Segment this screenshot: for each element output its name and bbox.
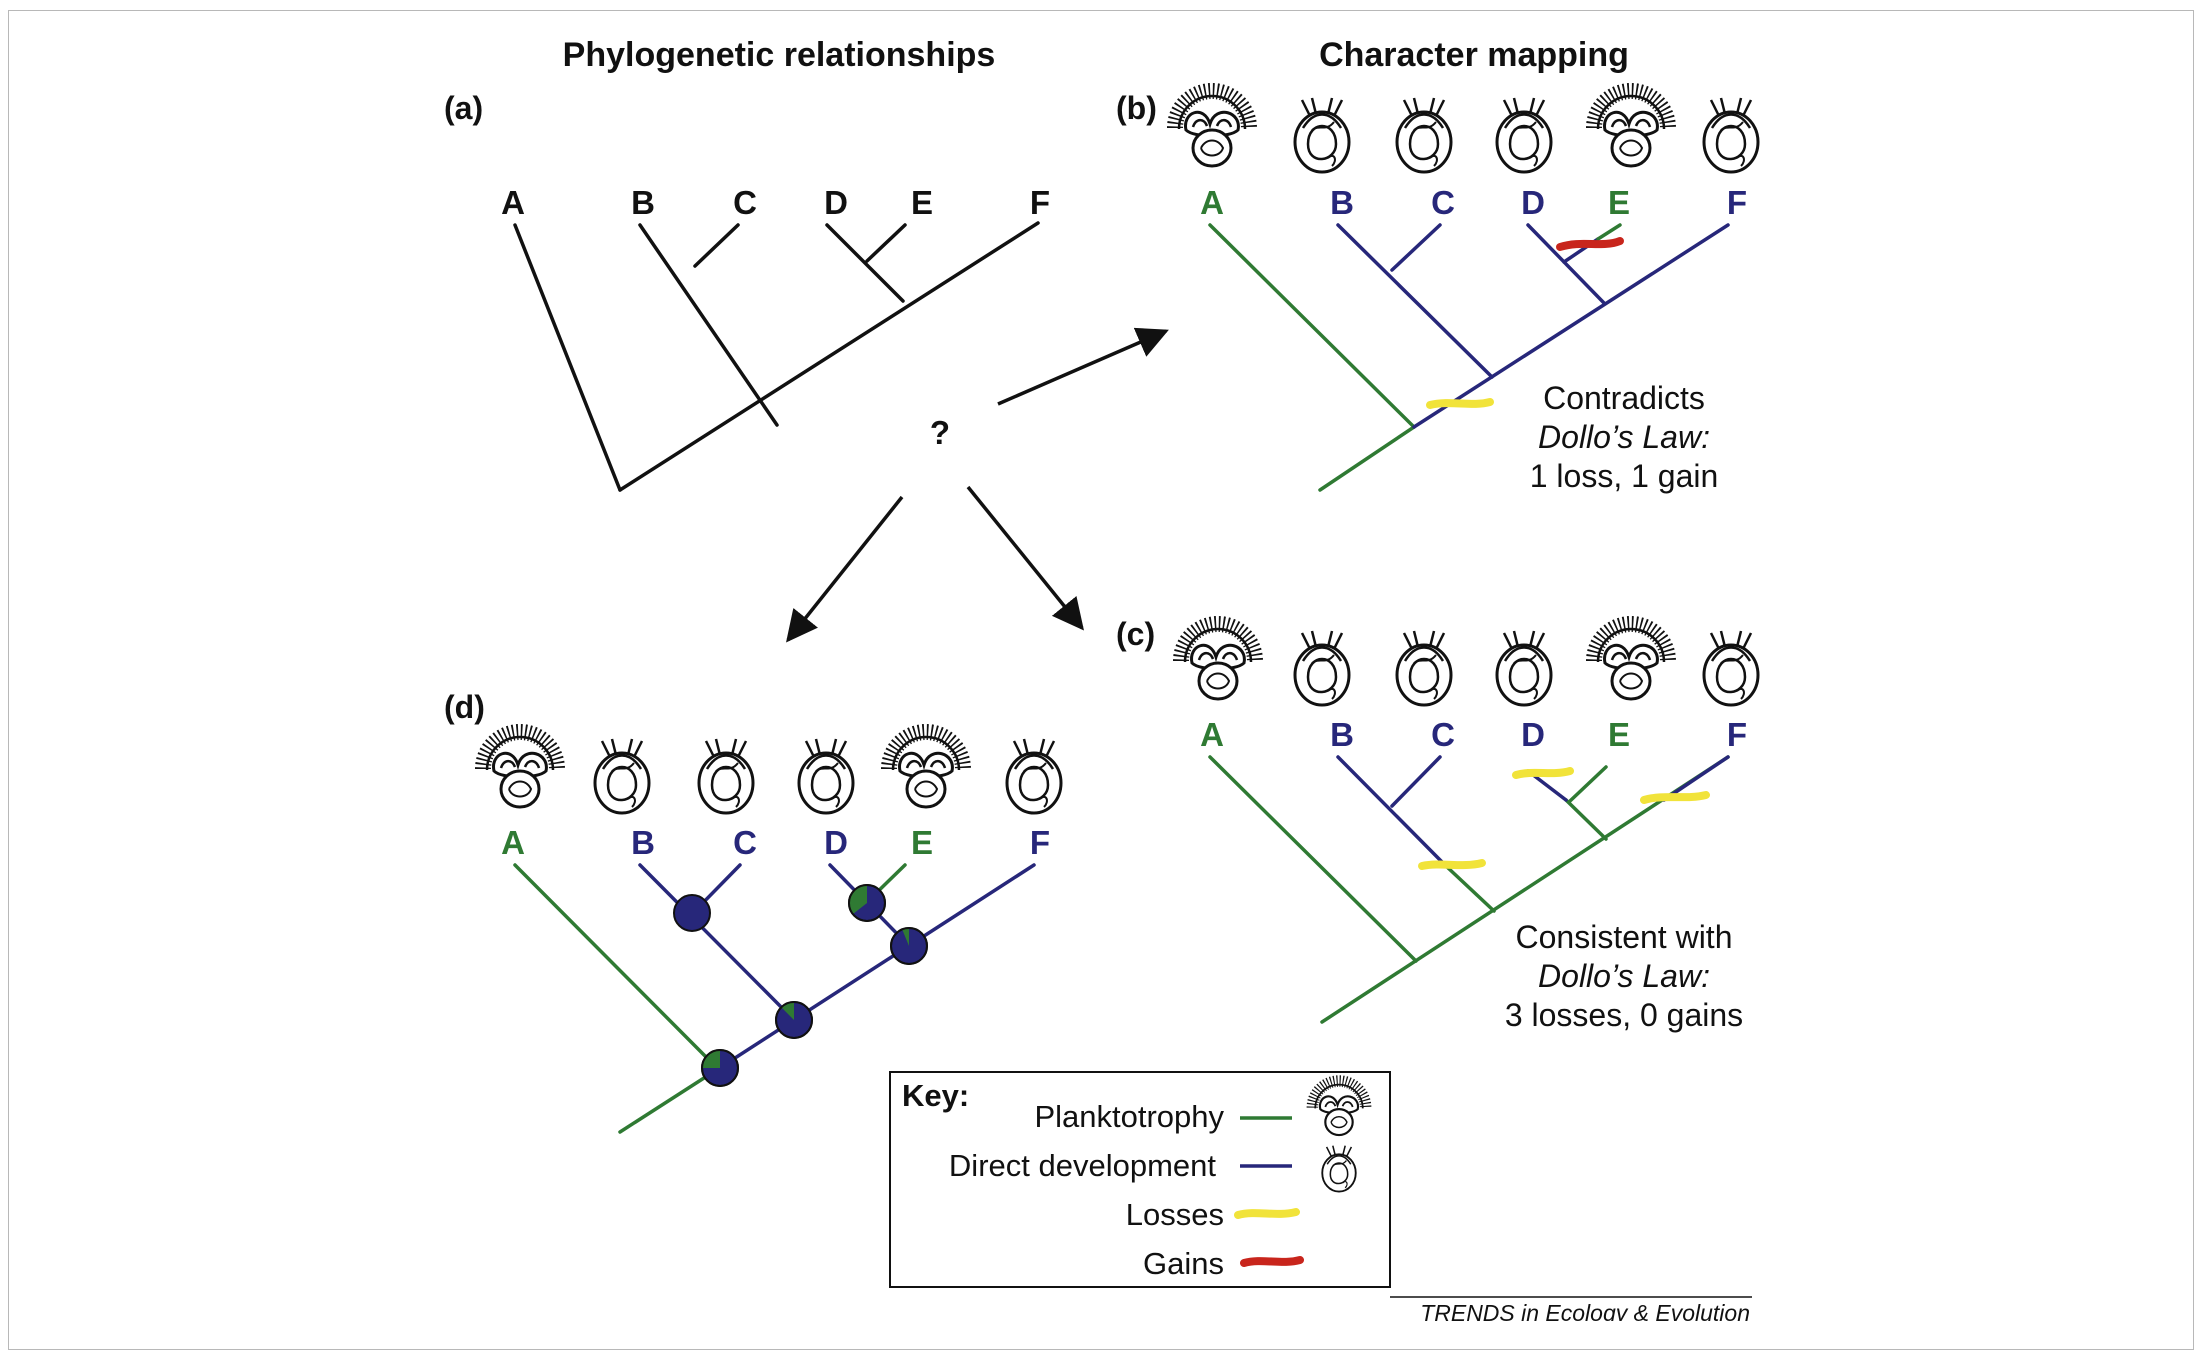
panel-c-caption-line-2: Dollo’s Law: (1538, 958, 1710, 994)
tree-a-branch-e (865, 223, 907, 263)
tree-a-taxon-a: A (501, 184, 525, 221)
tree-a-taxon-e: E (911, 184, 933, 221)
heading-character-mapping: Character mapping (1319, 36, 1629, 74)
panel-c-label: (c) (1116, 616, 1155, 652)
gain-mark (1556, 237, 1624, 251)
tree-b (1208, 223, 1730, 492)
tree-a-taxon-f: F (1030, 184, 1050, 221)
panel-a-label: (a) (444, 90, 483, 126)
tree-c-branch-e (1568, 765, 1608, 803)
tree-c-branch-d-base (1564, 798, 1608, 841)
tree-b-branch-e-tip (1596, 223, 1622, 241)
tree-c-taxon-b: B (1330, 716, 1354, 753)
tree-a-branch-b (638, 223, 779, 427)
tree-b-branch-c (1390, 223, 1442, 272)
panel-c-caption-line-1: Consistent with (1516, 919, 1733, 955)
tree-c-taxon-c: C (1431, 716, 1455, 753)
tree-d-taxon-a: A (501, 824, 525, 861)
loss-mark (1512, 767, 1574, 779)
tree-b-taxon-b: B (1330, 184, 1354, 221)
figure-border (8, 10, 2194, 1350)
tree-b-branch-d (1526, 223, 1606, 305)
legend-label-direct-development: Direct development (949, 1148, 1216, 1183)
panel-d-label: (d) (444, 689, 485, 725)
tree-c-taxon-e: E (1608, 716, 1630, 753)
tree-d-branch-a (513, 863, 720, 1071)
tree-d-taxon-e: E (911, 824, 933, 861)
tree-c-taxon-a: A (1200, 716, 1224, 753)
tree-b-root-segment (1318, 425, 1416, 492)
tree-a-spine (618, 221, 1040, 492)
arrow-to-panel-c (966, 485, 1084, 631)
loss-mark (1418, 859, 1486, 870)
tree-a-branch-d (825, 223, 905, 303)
legend-box (889, 1071, 1391, 1288)
tree-b-branch-b (1336, 223, 1494, 379)
tree-b-branch-a (1208, 223, 1416, 429)
legend-swatch-gains (1240, 1256, 1304, 1267)
panel-b-caption-line-1: Contradicts (1543, 380, 1705, 416)
node-pie-bc-ancestor (775, 1001, 813, 1039)
tree-b-taxon-e: E (1608, 184, 1630, 221)
tree-c-branch-c (1390, 755, 1442, 808)
arrow-to-panel-d (786, 495, 904, 643)
tree-c-branch-b (1336, 755, 1448, 868)
panel-c: (c) A B C D E F (1116, 616, 1760, 1033)
panel-b-label: (b) (1116, 90, 1157, 126)
ancestral-state-nodes (673, 884, 928, 1087)
tree-d-taxon-b: B (631, 824, 655, 861)
legend-label-planktotrophy: Planktotrophy (1034, 1099, 1224, 1134)
loss-mark (1640, 791, 1710, 804)
loss-mark (1426, 398, 1494, 409)
panel-b-caption-line-2: Dollo’s Law: (1538, 419, 1710, 455)
tree-d-taxon-f: F (1030, 824, 1050, 861)
tree-d-taxon-c: C (733, 824, 757, 861)
tree-b-taxon-c: C (1431, 184, 1455, 221)
tree-a (513, 221, 1040, 492)
tree-c-branch-b-base (1444, 864, 1496, 913)
tree-a-taxon-d: D (824, 184, 848, 221)
tree-a-branch-a (513, 223, 622, 492)
tree-b-taxon-d: D (1521, 184, 1545, 221)
tree-a-taxon-c: C (733, 184, 757, 221)
node-pie-def (890, 927, 928, 965)
tree-d-spine (716, 863, 1036, 1071)
tree-b-spine (1412, 223, 1730, 429)
panel-a: (a) A B C D E F (444, 90, 1050, 492)
tree-a-branch-c (693, 223, 740, 268)
figure: Phylogenetic relationships Character map… (8, 10, 2194, 1350)
heading-phylogenetic-relationships: Phylogenetic relationships (563, 36, 996, 74)
question-mark: ? (930, 414, 950, 451)
tree-c-taxon-f: F (1727, 716, 1747, 753)
tree-d-branch-b (638, 863, 796, 1022)
legend-title: Key: (902, 1078, 969, 1113)
legend: Key: Planktotrophy Direct development Lo… (889, 1071, 1391, 1288)
legend-label-losses: Losses (1126, 1197, 1224, 1232)
panel-b-caption-line-3: 1 loss, 1 gain (1530, 458, 1719, 494)
legend-swatch-losses (1234, 1208, 1300, 1219)
node-pie-bc (673, 894, 711, 932)
panel-b: (b) A B C D E F (1116, 90, 1760, 494)
panel-c-caption-line-3: 3 losses, 0 gains (1505, 997, 1743, 1033)
panel-d: (d) A B C D E F (444, 689, 1063, 1134)
tree-a-taxon-b: B (631, 184, 655, 221)
tree-d-root-segment (618, 1067, 720, 1134)
tree-c-branch-a (1208, 755, 1418, 963)
tree-c-branch-f-tip (1662, 755, 1730, 802)
tree-d-taxon-d: D (824, 824, 848, 861)
diagram-canvas: Phylogenetic relationships Character map… (444, 36, 1760, 1326)
arrow-to-panel-b (997, 327, 1169, 406)
node-pie-de (848, 884, 886, 922)
tree-b-taxon-a: A (1200, 184, 1224, 221)
tree-c-taxon-d: D (1521, 716, 1545, 753)
legend-label-gains: Gains (1143, 1246, 1224, 1281)
tree-b-taxon-f: F (1727, 184, 1747, 221)
node-pie-root (701, 1049, 739, 1087)
